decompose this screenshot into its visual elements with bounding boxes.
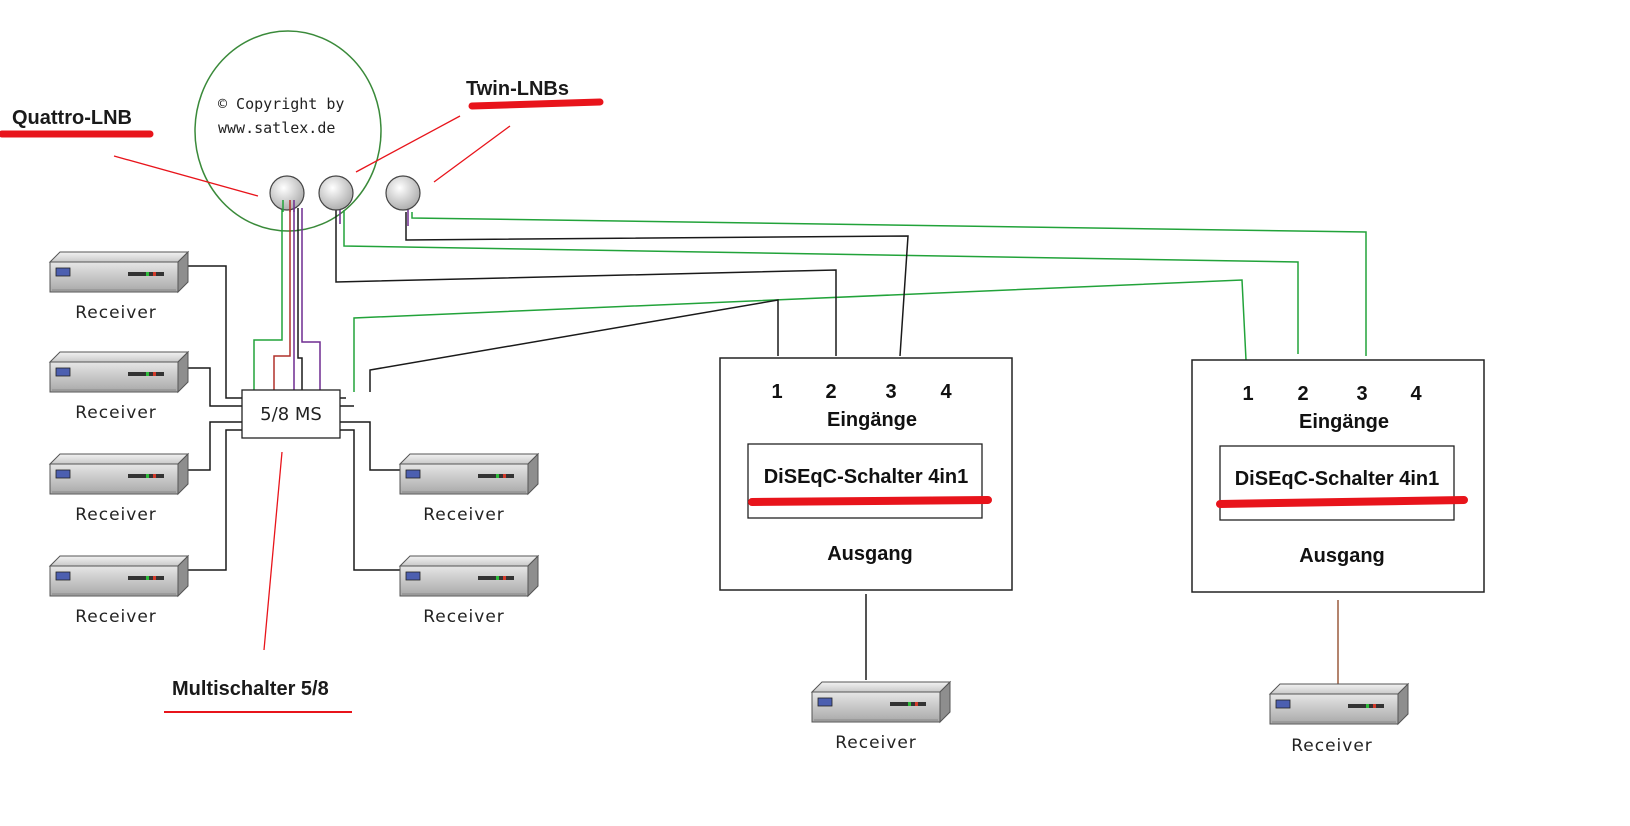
- annotation-pointers: [113, 115, 511, 651]
- receiver-5-label: Receiver: [423, 505, 505, 525]
- receiver-4: Receiver: [49, 555, 189, 627]
- diseqc-switch-1: 1 2 3 4 Eingänge DiSEqC-Schalter 4in1 Au…: [719, 357, 1013, 591]
- diseqc-2-port-3: 3: [1356, 383, 1367, 405]
- receiver-2-label: Receiver: [75, 403, 157, 423]
- diseqc-2-port-4: 4: [1410, 383, 1422, 405]
- quattro-lnb-label: Quattro-LNB: [12, 107, 132, 129]
- receiver-7-label: Receiver: [835, 733, 917, 753]
- receiver-7: Receiver: [811, 681, 951, 753]
- diseqc-1-port-2: 2: [825, 381, 836, 403]
- receiver-1-label: Receiver: [75, 303, 157, 323]
- receiver-3-label: Receiver: [75, 505, 157, 525]
- multiswitch-box-label: 5/8 MS: [260, 404, 322, 425]
- copyright-line-2: www.satlex.de: [218, 119, 335, 137]
- diseqc-1-port-1: 1: [771, 381, 782, 403]
- diseqc-1-output-label: Ausgang: [827, 543, 913, 565]
- receiver-8: Receiver: [1269, 683, 1409, 756]
- diseqc-2-name-underline: [1216, 496, 1468, 508]
- diseqc-1-name: DiSEqC-Schalter 4in1: [764, 466, 969, 488]
- satellite-dish-outline: [194, 30, 382, 232]
- diseqc-2-port-2: 2: [1297, 383, 1308, 405]
- receiver-3: Receiver: [49, 453, 189, 525]
- receiver-6-label: Receiver: [423, 607, 505, 627]
- diseqc-2-output-label: Ausgang: [1299, 545, 1385, 567]
- quattro-lnb-icon: [269, 175, 305, 211]
- copyright-line-1: © Copyright by: [218, 95, 344, 113]
- diseqc-1-inputs-label: Eingänge: [827, 409, 917, 431]
- receiver-5: Receiver: [399, 453, 539, 525]
- diseqc-2-name: DiSEqC-Schalter 4in1: [1235, 468, 1440, 490]
- multiswitch-box: [241, 389, 341, 439]
- diseqc-1-name-underline: [748, 496, 992, 506]
- receiver-8-label: Receiver: [1291, 736, 1373, 756]
- quattro-cables: [273, 200, 1339, 684]
- green-cables: [253, 208, 1367, 392]
- twin-lnbs-underline: [468, 98, 604, 110]
- receiver-6: Receiver: [399, 555, 539, 627]
- diseqc-switch-2: 1 2 3 4 Eingänge DiSEqC-Schalter 4in1 Au…: [1191, 359, 1485, 593]
- twin-lnbs-label: Twin-LNBs: [466, 78, 569, 100]
- black-cables: [182, 208, 909, 680]
- diseqc-1-port-4: 4: [940, 381, 952, 403]
- receiver-1: Receiver: [49, 251, 189, 323]
- diseqc-2-inputs-label: Eingänge: [1299, 411, 1389, 433]
- diseqc-2-port-1: 1: [1242, 383, 1253, 405]
- twin-lnb-2-icon: [385, 175, 421, 211]
- receiver-2: Receiver: [49, 351, 189, 423]
- receiver-4-label: Receiver: [75, 607, 157, 627]
- multiswitch-caption: Multischalter 5/8: [172, 678, 329, 700]
- diseqc-2-name-box: [1219, 445, 1455, 521]
- twin-lnb-1-icon: [318, 175, 354, 211]
- diseqc-1-port-3: 3: [885, 381, 896, 403]
